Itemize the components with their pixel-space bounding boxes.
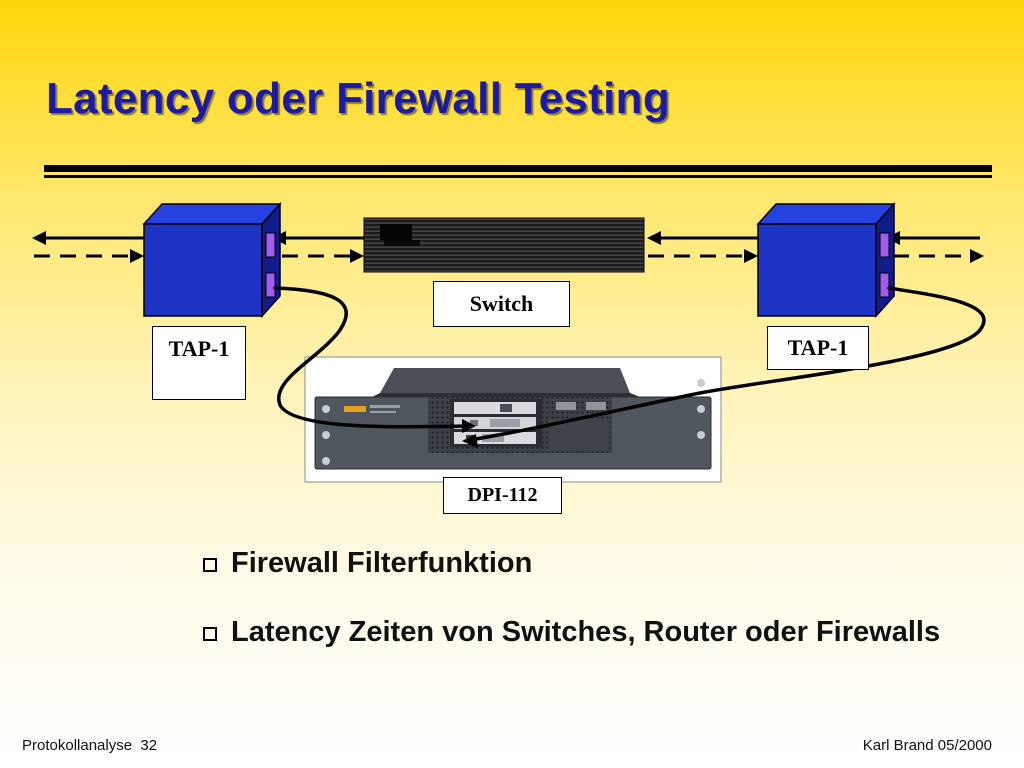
- network-diagram: [32, 202, 986, 483]
- tap-left-device: [142, 202, 282, 318]
- footer-right: Karl Brand 05/2000: [862, 737, 992, 754]
- bullet-item: Firewall Filterfunktion: [203, 546, 963, 581]
- title-divider: [44, 165, 992, 178]
- slide-title: Latency oder Firewall Testing: [46, 74, 671, 123]
- bullet-list: Firewall Filterfunktion Latency Zeiten v…: [203, 546, 963, 650]
- square-bullet-icon: [203, 558, 217, 572]
- tap-right-label: TAP-1: [767, 326, 869, 370]
- dpi-device-image: [304, 356, 722, 483]
- tap-right-device: [756, 202, 896, 318]
- tap-left-label: TAP-1: [152, 326, 246, 400]
- switch-device: [363, 217, 645, 273]
- bullet-text: Latency Zeiten von Switches, Router oder…: [231, 616, 941, 648]
- switch-label: Switch: [433, 281, 570, 327]
- footer-left: Protokollanalyse 32: [22, 737, 158, 754]
- tap-cables: [273, 286, 986, 442]
- arrowheads-right: [130, 249, 984, 263]
- square-bullet-icon: [203, 627, 217, 641]
- dpi-label: DPI-112: [443, 477, 562, 514]
- bullet-text: Firewall Filterfunktion: [231, 547, 533, 579]
- bullet-item: Latency Zeiten von Switches, Router oder…: [203, 615, 963, 650]
- cable-arrowheads: [462, 419, 478, 448]
